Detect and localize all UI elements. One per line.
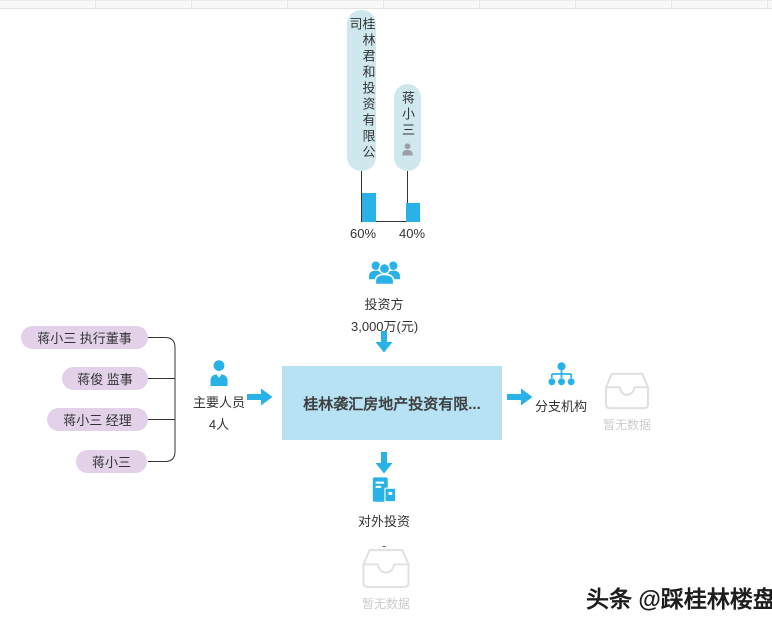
- member-pill-4[interactable]: 蒋小三: [76, 450, 147, 473]
- arrow-right-icon: [247, 388, 273, 406]
- investors-label: 投资方: [364, 297, 404, 312]
- outbound-empty-text: 暂无数据: [361, 597, 410, 611]
- member-name: 蒋小三: [91, 455, 131, 470]
- members-bracket: [148, 330, 178, 470]
- branches-label: 分支机构: [534, 399, 587, 414]
- arrow-down-icon: [375, 331, 393, 353]
- person-icon: [207, 360, 231, 386]
- company-name: 桂林袭汇房地产投资有限...: [303, 395, 481, 413]
- key-personnel-label: 主要人员: [192, 395, 245, 410]
- connector-line-left: [361, 171, 362, 222]
- watermark: 头条 @踩桂林楼盘: [586, 586, 772, 612]
- member-pill-1[interactable]: 蒋小三 执行董事: [21, 326, 148, 349]
- user-icon: [401, 142, 414, 156]
- outbound-value: -: [381, 538, 387, 553]
- key-personnel-count: 4人: [208, 417, 230, 432]
- outbound-label: 对外投资: [357, 514, 410, 529]
- member-pill-2[interactable]: 蒋俊 监事: [62, 367, 148, 390]
- investors-node[interactable]: 投资方 3,000万(元): [351, 258, 419, 335]
- empty-box-icon: [602, 371, 652, 411]
- member-name: 蒋俊 监事: [77, 372, 133, 387]
- ownership-bar-40: [406, 203, 420, 222]
- connector-line-right: [407, 171, 408, 222]
- percent-label-right: 40%: [398, 226, 426, 241]
- investment-amount: 3,000万(元): [351, 319, 419, 334]
- org-hierarchy-icon: [547, 362, 576, 389]
- arrow-right-icon: [507, 388, 533, 406]
- shareholder-node-company[interactable]: 桂林君和投资有限公司: [347, 10, 376, 171]
- connector-baseline: [361, 221, 408, 222]
- member-pill-3[interactable]: 蒋小三 经理: [47, 408, 148, 431]
- arrow-down-icon: [375, 452, 393, 474]
- table-header-strip: [0, 0, 772, 9]
- shareholder-node-person[interactable]: 蒋小三: [394, 84, 421, 171]
- member-name: 蒋小三 经理: [63, 413, 132, 428]
- ownership-bar-60: [362, 193, 376, 222]
- key-personnel-node[interactable]: 主要人员 4人: [189, 360, 249, 433]
- shareholder-person-name: 蒋小三: [400, 91, 415, 139]
- people-group-icon: [368, 258, 401, 287]
- building-list-icon: [370, 477, 398, 504]
- member-name: 蒋小三 执行董事: [37, 331, 132, 346]
- company-node[interactable]: 桂林袭汇房地产投资有限...: [282, 366, 502, 440]
- percent-label-left: 60%: [349, 226, 377, 241]
- branches-empty-text: 暂无数据: [602, 418, 651, 432]
- outbound-empty-state: 暂无数据: [358, 547, 414, 612]
- outbound-investment-node[interactable]: 对外投资 -: [351, 477, 417, 553]
- branches-empty-state: 暂无数据: [600, 371, 654, 433]
- shareholder-company-name: 桂林君和投资有限公司: [347, 17, 376, 161]
- branches-node[interactable]: 分支机构: [527, 362, 595, 415]
- empty-box-icon: [360, 547, 412, 590]
